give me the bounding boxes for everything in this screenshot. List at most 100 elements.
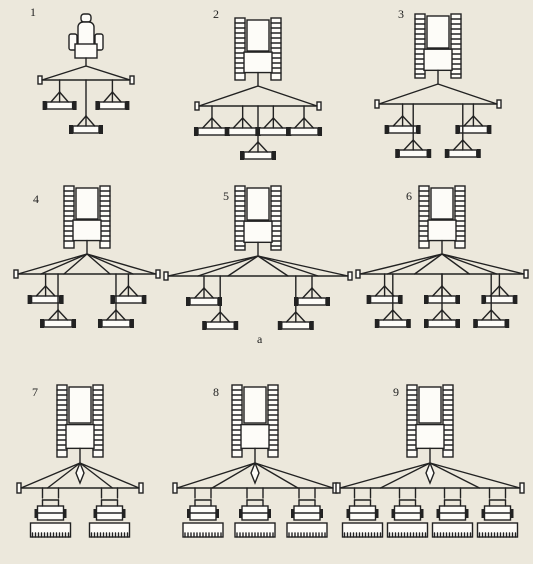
harrow-unit bbox=[395, 139, 432, 158]
harrow-frame bbox=[378, 319, 408, 328]
wheel bbox=[268, 509, 271, 518]
harrow-frame bbox=[427, 319, 457, 328]
panel-label: 3 bbox=[398, 7, 404, 21]
harrow-unit bbox=[424, 309, 460, 328]
harrow-unit bbox=[97, 309, 134, 328]
track bbox=[418, 185, 430, 249]
harrow-unit bbox=[186, 287, 222, 306]
harrow-unit bbox=[193, 117, 230, 136]
wheel bbox=[277, 321, 282, 330]
plough-unit bbox=[476, 499, 519, 538]
wheel bbox=[456, 295, 460, 304]
tractor-cab bbox=[243, 220, 273, 244]
wheel bbox=[291, 509, 294, 518]
wheel bbox=[320, 509, 323, 518]
track bbox=[92, 384, 104, 458]
tractor-cab bbox=[243, 51, 273, 74]
wheeled-tractor bbox=[68, 13, 104, 67]
tracked-tractor bbox=[56, 384, 104, 464]
harrow-unit bbox=[473, 309, 510, 328]
wheel bbox=[436, 509, 440, 518]
tracked-tractor bbox=[234, 185, 282, 257]
harrow-unit bbox=[481, 285, 518, 304]
wheel bbox=[424, 319, 428, 328]
wheel bbox=[326, 297, 330, 306]
harrow-unit bbox=[27, 285, 64, 304]
wheel bbox=[224, 127, 229, 136]
wheel bbox=[187, 509, 190, 518]
tractor-cab bbox=[415, 423, 445, 450]
harrow-unit bbox=[40, 309, 77, 328]
harrow-unit bbox=[224, 117, 261, 136]
hitch-joint bbox=[250, 461, 260, 485]
wheel bbox=[272, 151, 276, 160]
wheel bbox=[34, 509, 38, 518]
tracked-tractor bbox=[234, 17, 282, 87]
panel-label: 8 bbox=[213, 385, 219, 399]
tractor-hood bbox=[430, 187, 454, 220]
tractor-hood bbox=[246, 19, 270, 52]
harrow-frame bbox=[369, 295, 400, 304]
tracked-tractor bbox=[414, 13, 462, 85]
tractor-cab bbox=[240, 423, 270, 450]
harrow-frame bbox=[113, 295, 144, 304]
plough-unit bbox=[341, 499, 384, 538]
tractor-cab bbox=[72, 219, 102, 242]
panel-label: 5 bbox=[223, 189, 229, 203]
harrow-frame bbox=[98, 101, 127, 110]
harrow-frame bbox=[43, 319, 73, 328]
track bbox=[450, 13, 462, 79]
track bbox=[406, 384, 418, 458]
panel-3: 3 bbox=[374, 7, 502, 158]
front-wheel bbox=[80, 13, 92, 23]
wheel bbox=[129, 319, 134, 328]
panel-9: 9 bbox=[335, 384, 525, 538]
harrow-unit bbox=[277, 311, 314, 330]
wheel bbox=[93, 509, 97, 518]
wheel bbox=[63, 509, 67, 518]
wheel bbox=[398, 295, 403, 304]
wheel bbox=[346, 509, 350, 518]
wheel bbox=[384, 125, 389, 134]
wheel bbox=[424, 295, 428, 304]
track bbox=[56, 384, 68, 458]
wheel bbox=[513, 295, 518, 304]
harrow-frame bbox=[458, 125, 489, 134]
harrow-unit bbox=[69, 115, 103, 134]
tractor-hood bbox=[426, 15, 450, 49]
harrow-frame bbox=[189, 297, 219, 306]
harrow-frame bbox=[289, 127, 319, 136]
harrow-unit bbox=[255, 117, 292, 136]
harrow-unit bbox=[374, 309, 411, 328]
track bbox=[231, 384, 243, 458]
wheel bbox=[240, 151, 244, 160]
harrow-frame bbox=[476, 319, 506, 328]
wheel bbox=[427, 149, 432, 158]
panel-6: 6 bbox=[355, 185, 529, 328]
tracked-tractor bbox=[406, 384, 454, 464]
tractor-hood bbox=[68, 386, 92, 424]
harrow-frame bbox=[281, 321, 311, 330]
harrow-frame bbox=[398, 149, 428, 158]
wheel bbox=[110, 295, 115, 304]
wheel bbox=[286, 127, 291, 136]
wheel bbox=[395, 149, 400, 158]
harrow-frame bbox=[205, 321, 235, 330]
plough-unit bbox=[286, 499, 328, 538]
harrow-frame bbox=[258, 127, 289, 136]
track bbox=[234, 17, 246, 81]
harrow-frame bbox=[72, 125, 100, 134]
wheel bbox=[99, 125, 103, 134]
track bbox=[267, 384, 279, 458]
panel-5: 5 bbox=[163, 185, 353, 330]
panel-1: 1 bbox=[30, 5, 135, 134]
panel-2: 2 bbox=[193, 7, 323, 160]
wheel bbox=[366, 295, 371, 304]
wheel bbox=[234, 321, 239, 330]
harrow-frame bbox=[227, 127, 258, 136]
wheel bbox=[97, 319, 102, 328]
tracked-tractor bbox=[231, 384, 279, 464]
wheel bbox=[72, 101, 77, 110]
panel-4: 4 bbox=[13, 185, 161, 328]
track bbox=[270, 185, 282, 251]
